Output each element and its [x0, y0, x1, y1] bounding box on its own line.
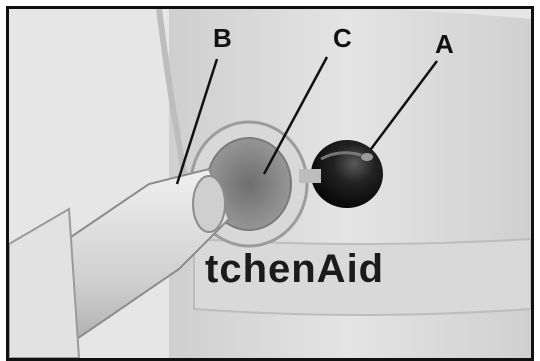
- callout-label-b: B: [213, 25, 232, 51]
- callout-label-a: A: [435, 31, 454, 57]
- mixer-illustration: [9, 9, 531, 358]
- knob-glint: [361, 153, 373, 161]
- attachment-knob: [311, 140, 383, 208]
- brand-logo-text: tchenAid: [205, 249, 384, 289]
- photo-frame: A B C tchenAid: [6, 6, 534, 361]
- callout-label-c: C: [333, 25, 352, 51]
- shaft-end: [193, 176, 225, 232]
- knob-stem: [299, 169, 321, 183]
